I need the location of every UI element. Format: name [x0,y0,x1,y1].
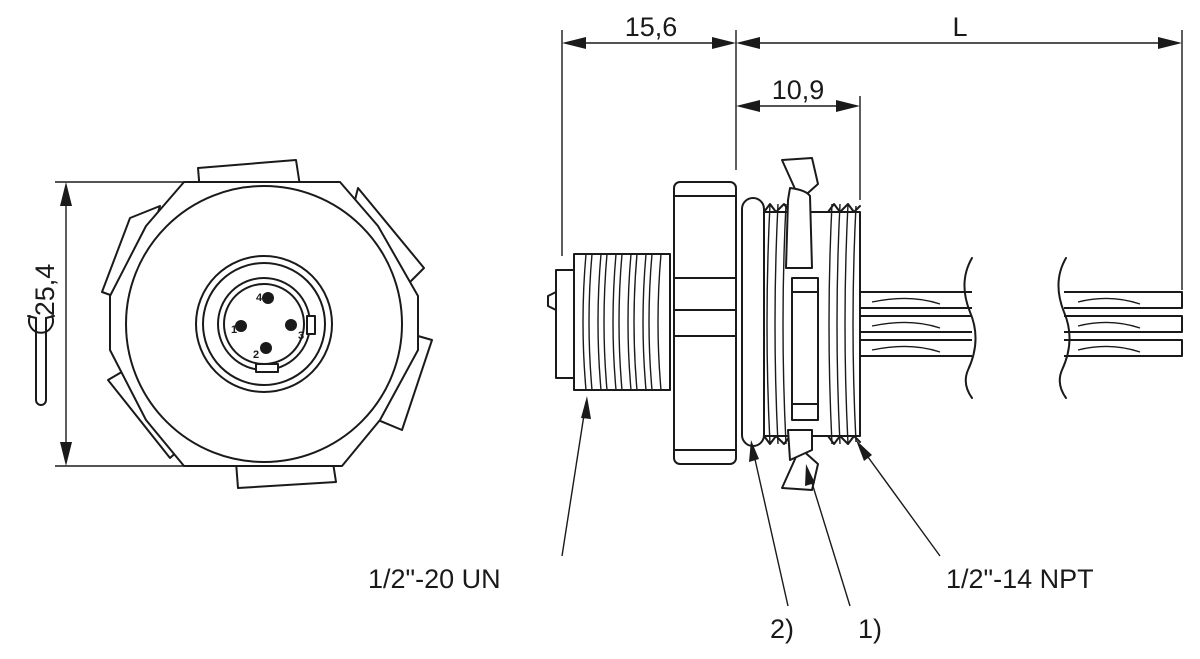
nut-callout: 1) [858,614,882,644]
pin-3-label: 3 [298,330,304,342]
top-dimensions: 15,6 L 10,9 [561,12,1183,290]
diameter-dimension: 25,4 [30,181,200,467]
front-length-label: 15,6 [625,12,678,42]
front-thread-body [547,253,671,391]
pin-2-label: 2 [253,349,259,361]
front-view: 25,4 4 1 3 [27,159,433,489]
rear-thread-label: 1/2"-14 NPT [946,564,1094,594]
cable-length-label: L [952,12,967,42]
flange-circle [125,185,403,463]
pin-1-label: 1 [231,324,237,336]
seal-callout: 2) [770,614,794,644]
cable-wires [859,257,1183,399]
front-thread-label: 1/2"-20 UN [368,564,501,594]
leader-lines [561,396,941,607]
diameter-label: 25,4 [30,264,60,317]
pin-4-label: 4 [256,292,263,304]
flange-hex [673,181,737,465]
connector-face: 4 1 3 2 [195,255,333,393]
o-ring-seal [741,197,765,447]
side-view: 15,6 L 10,9 [368,12,1183,644]
thread-length-label: 10,9 [772,75,825,105]
wrench-icon [27,315,55,406]
